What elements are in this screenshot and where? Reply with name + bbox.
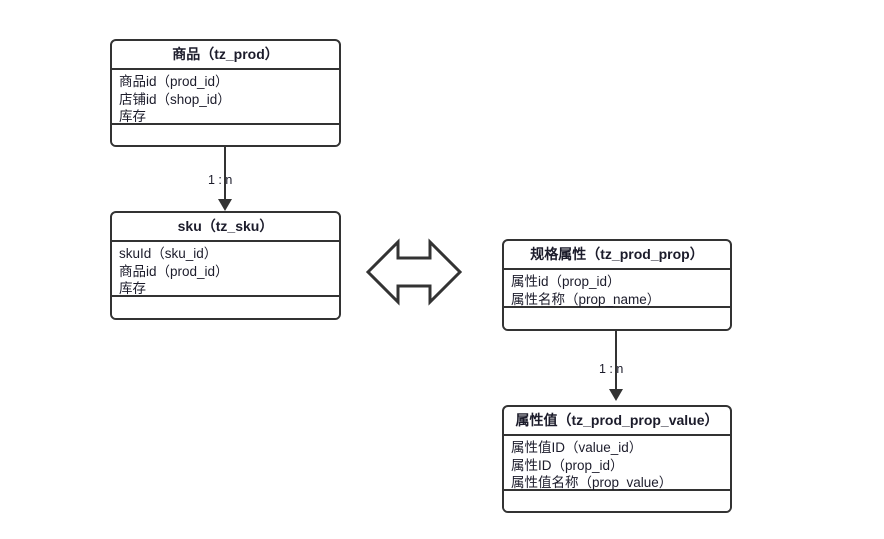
entity-fields-tz-prod: 商品id（prod_id） 店铺id（shop_id） 库存 — [112, 70, 339, 125]
connector-line — [615, 331, 617, 392]
double-headed-arrow-svg — [365, 238, 463, 306]
field-row: 属性ID（prop_id） — [511, 457, 624, 473]
entity-fields-tz-prod-prop: 属性id（prop_id） 属性名称（prop_name） — [504, 270, 730, 308]
field-row: skuId（sku_id） — [119, 246, 218, 261]
field-row: 店铺id（shop_id） — [119, 91, 231, 107]
field-row: 属性id（prop_id） — [511, 274, 621, 289]
entity-footer-tz-sku — [112, 297, 339, 318]
entity-fields-tz-sku: skuId（sku_id） 商品id（prod_id） 库存 — [112, 242, 339, 297]
entity-tz-prod-prop-value[interactable]: 属性值（tz_prod_prop_value） 属性值ID（value_id） … — [502, 405, 732, 513]
field-row: 属性值ID（value_id） — [511, 440, 643, 455]
connector-label-prod-to-sku: 1 : n — [208, 173, 233, 187]
arrow-head-down-icon — [609, 389, 623, 401]
field-row: 商品id（prod_id） — [119, 74, 229, 89]
entity-footer-tz-prod-prop — [504, 308, 730, 329]
arrow-head-down-icon — [218, 199, 232, 211]
field-row: 库存 — [119, 109, 146, 124]
entity-tz-prod-prop[interactable]: 规格属性（tz_prod_prop） 属性id（prop_id） 属性名称（pr… — [502, 239, 732, 331]
entity-fields-tz-prod-prop-value: 属性值ID（value_id） 属性ID（prop_id） 属性值名称（prop… — [504, 436, 730, 491]
entity-footer-tz-prod-prop-value — [504, 491, 730, 511]
many-to-many-arrow-icon — [365, 236, 463, 308]
entity-title-tz-sku: sku（tz_sku） — [112, 213, 339, 242]
entity-title-tz-prod-prop-value: 属性值（tz_prod_prop_value） — [504, 407, 730, 436]
field-row: 商品id（prod_id） — [119, 263, 229, 279]
field-row: 属性名称（prop_name） — [511, 291, 661, 307]
double-headed-arrow-shape — [365, 238, 463, 306]
entity-title-tz-prod: 商品（tz_prod） — [112, 41, 339, 70]
connector-line — [224, 147, 226, 203]
entity-title-tz-prod-prop: 规格属性（tz_prod_prop） — [504, 241, 730, 270]
entity-tz-prod[interactable]: 商品（tz_prod） 商品id（prod_id） 店铺id（shop_id） … — [110, 39, 341, 147]
connector-label-prop-to-prop-value: 1 : n — [599, 362, 624, 376]
field-row: 属性值名称（prop_value） — [511, 475, 673, 490]
entity-tz-sku[interactable]: sku（tz_sku） skuId（sku_id） 商品id（prod_id） … — [110, 211, 341, 320]
entity-footer-tz-prod — [112, 125, 339, 145]
field-row: 库存 — [119, 281, 146, 296]
